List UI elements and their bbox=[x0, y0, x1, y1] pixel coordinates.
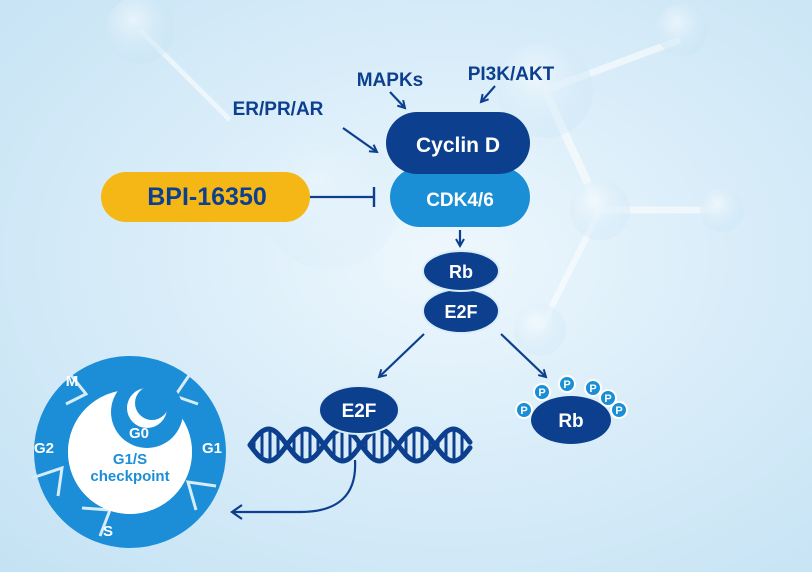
phospho-rb-arrow bbox=[500, 333, 546, 377]
phase-s-label: S bbox=[103, 523, 113, 540]
phospho-rb-label: Rb bbox=[558, 411, 583, 432]
phosphate-circle bbox=[584, 379, 602, 397]
e2f-free-label: E2F bbox=[342, 401, 377, 422]
phase-g2-label: G2 bbox=[34, 440, 54, 457]
pi3k-akt-label: PI3K/AKT bbox=[468, 64, 555, 85]
phase-g0-label: G0 bbox=[129, 425, 149, 442]
mapks-label: MAPKs bbox=[357, 70, 424, 91]
er-pr-ar-label: ER/PR/AR bbox=[233, 99, 324, 120]
e2f-bound-label: E2F bbox=[444, 302, 477, 322]
cdk46-label: CDK4/6 bbox=[426, 190, 494, 211]
dna-helix bbox=[247, 426, 473, 464]
pi3k-arrow bbox=[481, 85, 496, 102]
cycle-ring bbox=[34, 356, 226, 548]
cell-cycle-wheel: M G0 G1 G2 S G1/S checkpoint bbox=[31, 356, 226, 548]
phase-g1-label: G1 bbox=[202, 440, 222, 457]
rb-bound-ellipse bbox=[422, 250, 500, 292]
phosphate-label: P bbox=[520, 405, 527, 417]
release-e2f-arrow bbox=[379, 333, 425, 377]
phosphate-circle bbox=[558, 375, 576, 393]
e2f-free-ellipse bbox=[318, 385, 400, 435]
phosphate-label: P bbox=[615, 405, 622, 417]
cdk46-pill bbox=[390, 167, 530, 227]
drug-pill bbox=[101, 172, 310, 222]
drug-label: BPI-16350 bbox=[147, 183, 267, 211]
rb-bound-label: Rb bbox=[449, 262, 473, 282]
phosphate-circle bbox=[515, 401, 533, 419]
cycle-phase-dividers bbox=[31, 373, 217, 537]
checkpoint-line2: checkpoint bbox=[90, 468, 169, 485]
phosphate-label: P bbox=[538, 387, 545, 399]
phosphate-label: P bbox=[589, 383, 596, 395]
phosphate-circle bbox=[610, 401, 628, 419]
background-molecule-decoration bbox=[106, 0, 744, 356]
checkpoint-line1: G1/S bbox=[113, 451, 147, 468]
phosphate-circle bbox=[533, 383, 551, 401]
cyclin-d-label: Cyclin D bbox=[416, 134, 500, 157]
phosphate-label: P bbox=[563, 379, 570, 391]
feedback-arrowhead bbox=[230, 504, 243, 520]
er-pr-ar-arrow bbox=[342, 127, 377, 152]
cyclin-d-pill bbox=[386, 112, 530, 174]
phase-m-label: M bbox=[66, 373, 79, 390]
phosphate-circle bbox=[599, 389, 617, 407]
phospho-rb-ellipse bbox=[531, 396, 611, 444]
mapks-arrow bbox=[389, 91, 405, 108]
g0-core bbox=[135, 386, 169, 420]
phosphate-label: P bbox=[604, 393, 611, 405]
feedback-arrow bbox=[232, 459, 357, 514]
